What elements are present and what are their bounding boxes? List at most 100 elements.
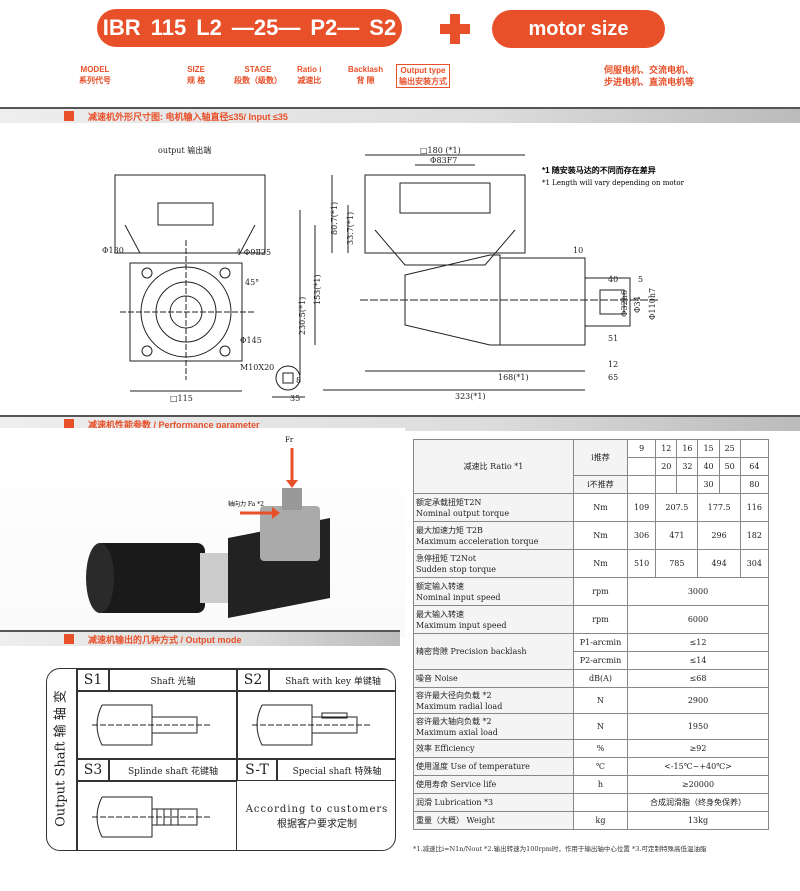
section-dims-title: 减速机外形尺寸图: 电机输入轴直径≤35/ Input ≤35: [88, 112, 288, 122]
dim-d65: 65: [608, 373, 618, 382]
row-value: 109: [626, 493, 657, 522]
performance-table: 减速比 Ratio *1 i推荐 9 12 16 15 25 20 32 40 …: [413, 439, 770, 830]
dim-h230: 230.5(*1): [298, 297, 307, 335]
backlash-p1: P1-arcmin: [573, 633, 628, 652]
mode-s2-name: Shaft with key 单键轴: [269, 669, 395, 691]
row-value: 1950: [627, 713, 769, 740]
row-label: 使用温度 Use of temperature: [413, 757, 574, 776]
dim-d323: 323(*1): [455, 392, 486, 401]
ratio-cell: [626, 475, 657, 494]
i-nrec-label: i不推荐: [573, 475, 628, 494]
model-output: S2: [369, 15, 397, 40]
row-value: 合成润滑脂（终身免保养）: [627, 793, 769, 812]
ratio-cell: [626, 457, 657, 476]
ratio-cell: 15: [697, 439, 720, 458]
row-value: 304: [739, 549, 770, 578]
mode-st-code: S-T: [237, 759, 277, 781]
dim-sq180: □180 (*1): [420, 146, 461, 155]
ratio-label: 减速比 Ratio *1: [413, 439, 574, 494]
ratio-cell: 80: [739, 475, 770, 494]
row-label: 噪音 Noise: [413, 669, 574, 688]
model-code-pill: IBR 115 L2 —25— P2— S2: [97, 9, 402, 47]
dim-a45: 45°: [245, 278, 259, 287]
mode-s2-drawing: [237, 691, 395, 759]
row-label: 重量（大概） Weight: [413, 811, 574, 830]
dimension-drawing: output 输出端 Φ130 4-Φ9Ⅱ25 45° Φ145 □115 M1…: [102, 145, 685, 403]
row-value: 306: [626, 521, 657, 550]
ratio-cell: 25: [718, 439, 741, 458]
row-value: 6000: [627, 605, 769, 634]
model-stage: L2: [196, 15, 222, 40]
section-output-bar: 减速机输出的几种方式 / Output mode: [0, 630, 400, 646]
model-series: IBR: [102, 15, 141, 40]
custom-en: According to customers: [245, 803, 389, 815]
dim-d145: Φ145: [240, 336, 262, 345]
dim-d35: 35: [290, 394, 300, 403]
dim-d51: 51: [608, 334, 618, 343]
dim-h80: 80.7(*1): [330, 202, 339, 235]
model-backlash: P2—: [310, 15, 360, 40]
ratio-cell: 30: [697, 475, 720, 494]
row-value: ≥20000: [627, 775, 769, 794]
ratio-cell: 50: [718, 457, 741, 476]
row-unit: Nm: [573, 493, 628, 522]
model-size: 115: [150, 15, 187, 40]
section-perf-title: 减速机性能参数 / Performance parameter: [88, 420, 260, 430]
row-unit: Nm: [573, 521, 628, 550]
section-square-icon: [64, 634, 74, 644]
drawing-note-2: *1 Length will vary depending on motor: [542, 179, 685, 187]
row-value: 494: [697, 549, 741, 578]
dim-d10: 10: [573, 246, 583, 255]
dim-d34: Φ34: [633, 296, 642, 313]
row-value: 296: [697, 521, 741, 550]
ratio-cell: 20: [655, 457, 678, 476]
dim-sq115: □115: [170, 394, 193, 403]
row-value: 785: [655, 549, 699, 578]
ratio-cell: [676, 475, 699, 494]
motor-types: 伺服电机、交流电机、步进电机、直流电机等: [604, 65, 695, 87]
dim-d8: 8: [296, 376, 301, 385]
section-perf-bar: 减速机性能参数 / Performance parameter: [0, 415, 800, 431]
row-unit: N: [573, 713, 628, 740]
row-value: 116: [739, 493, 770, 522]
product-photo: Fr 轴向力 Fa *2: [0, 428, 405, 638]
backlash-p2: P2-arcmin: [573, 651, 628, 670]
dim-d130: Φ130: [102, 246, 124, 255]
row-value: ≥92: [627, 739, 769, 758]
row-unit: N: [573, 687, 628, 714]
axial-force-label: 轴向力 Fa *2: [228, 500, 264, 508]
dim-d40: 40: [608, 275, 618, 284]
section-dims-bar: 减速机外形尺寸图: 电机输入轴直径≤35/ Input ≤35: [0, 107, 800, 123]
mode-st-name: Special shaft 特殊轴: [277, 759, 395, 781]
ratio-cell: 16: [676, 439, 699, 458]
output-shaft-side-label: Output Shaft 输 轴 变: [47, 669, 77, 850]
section-square-icon: [64, 111, 74, 121]
mode-s1-drawing: [77, 691, 237, 759]
backlash-p2-value: ≤14: [627, 651, 769, 670]
row-value: 207.5: [655, 493, 699, 522]
plus-icon: [440, 14, 470, 44]
row-unit: h: [573, 775, 628, 794]
row-value: 2900: [627, 687, 769, 714]
row-unit: kg: [573, 811, 628, 830]
row-label: 效率 Efficiency: [413, 739, 574, 758]
perf-footnote: *1.减速比i=N1n/Nout *2.输出转速为100rpm时，作用于输出轴中…: [413, 845, 707, 853]
dim-h153: 153(*1): [313, 274, 322, 305]
row-label: 润滑 Lubrication *3: [413, 793, 574, 812]
dim-d110: Φ110h7: [648, 288, 657, 320]
backlash-p1-value: ≤12: [627, 633, 769, 652]
row-unit: rpm: [573, 605, 628, 634]
row-unit: ℃: [573, 757, 628, 776]
row-unit: rpm: [573, 577, 628, 606]
dim-h33: 33.7(*1): [346, 212, 355, 245]
row-unit: %: [573, 739, 628, 758]
output-label: output 输出端: [158, 145, 211, 155]
